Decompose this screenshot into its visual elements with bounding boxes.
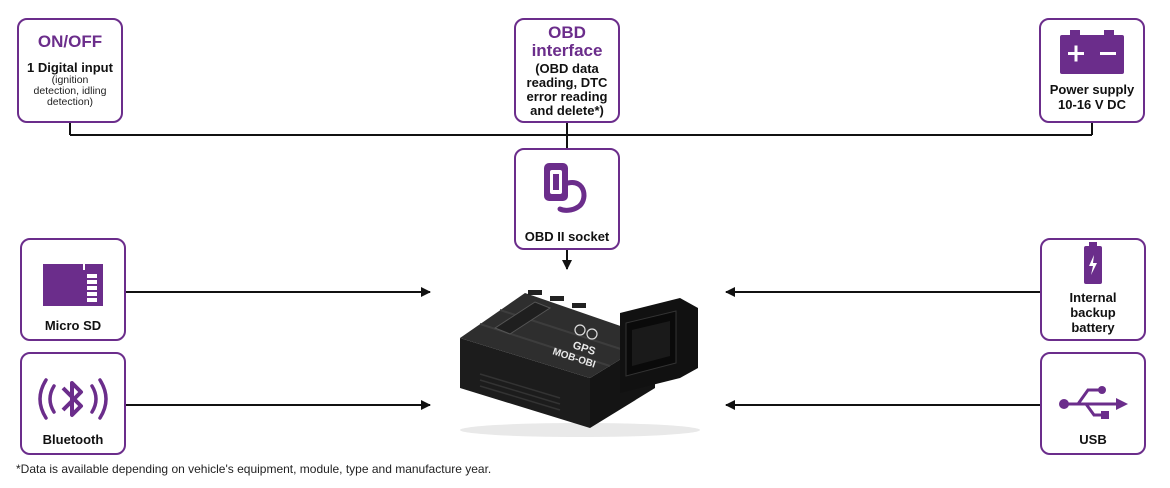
usb-icon <box>1058 384 1128 420</box>
obd-interface-detail-3: error reading <box>526 88 608 104</box>
micro-sd-box: Micro SD <box>20 238 126 341</box>
micro-sd-label: Micro SD <box>44 318 102 333</box>
backup-battery-label-3: battery <box>1071 320 1115 335</box>
battery-plus-minus-icon <box>1060 29 1124 74</box>
onoff-detail-2: detection, idling <box>33 85 107 97</box>
obd-socket-label: OBD II socket <box>524 229 610 244</box>
obd-tracker-device: GPS MOB-OBI <box>460 290 700 437</box>
power-label-2: 10-16 V DC <box>1058 96 1126 112</box>
usb-box: USB <box>1040 352 1146 455</box>
onoff-detail-1: (ignition <box>51 74 89 86</box>
footnote: *Data is available depending on vehicle'… <box>16 462 492 476</box>
obd-interface-title-1: OBD <box>548 22 586 42</box>
onoff-detail-3: detection) <box>46 96 94 108</box>
onoff-title: ON/OFF <box>37 32 103 51</box>
obd-interface-detail-1: (OBD data <box>535 60 599 76</box>
obd-interface-box: OBD interface (OBD data reading, DTC err… <box>514 18 620 123</box>
obd-interface-detail-4: and delete*) <box>530 102 604 118</box>
micro-sd-card-icon <box>43 264 103 306</box>
bluetooth-icon <box>34 374 112 424</box>
bluetooth-box: Bluetooth <box>20 352 126 455</box>
power-supply-box: Power supply 10-16 V DC <box>1039 18 1145 123</box>
obd-interface-title-2: interface <box>531 40 603 60</box>
onoff-box: ON/OFF 1 Digital input (ignition detecti… <box>17 18 123 123</box>
backup-battery-label-2: backup <box>1070 305 1116 320</box>
bluetooth-label: Bluetooth <box>42 432 104 447</box>
battery-charge-icon <box>1084 242 1102 284</box>
usb-label: USB <box>1079 432 1107 447</box>
backup-battery-box: Internal backup battery <box>1040 238 1146 341</box>
backup-battery-label-1: Internal <box>1069 290 1117 305</box>
obd-socket-box: OBD II socket <box>514 148 620 250</box>
power-label-1: Power supply <box>1049 81 1135 97</box>
obd-plug-icon <box>542 161 592 215</box>
obd-interface-detail-2: reading, DTC <box>526 74 608 90</box>
onoff-subtitle: 1 Digital input <box>27 60 113 75</box>
